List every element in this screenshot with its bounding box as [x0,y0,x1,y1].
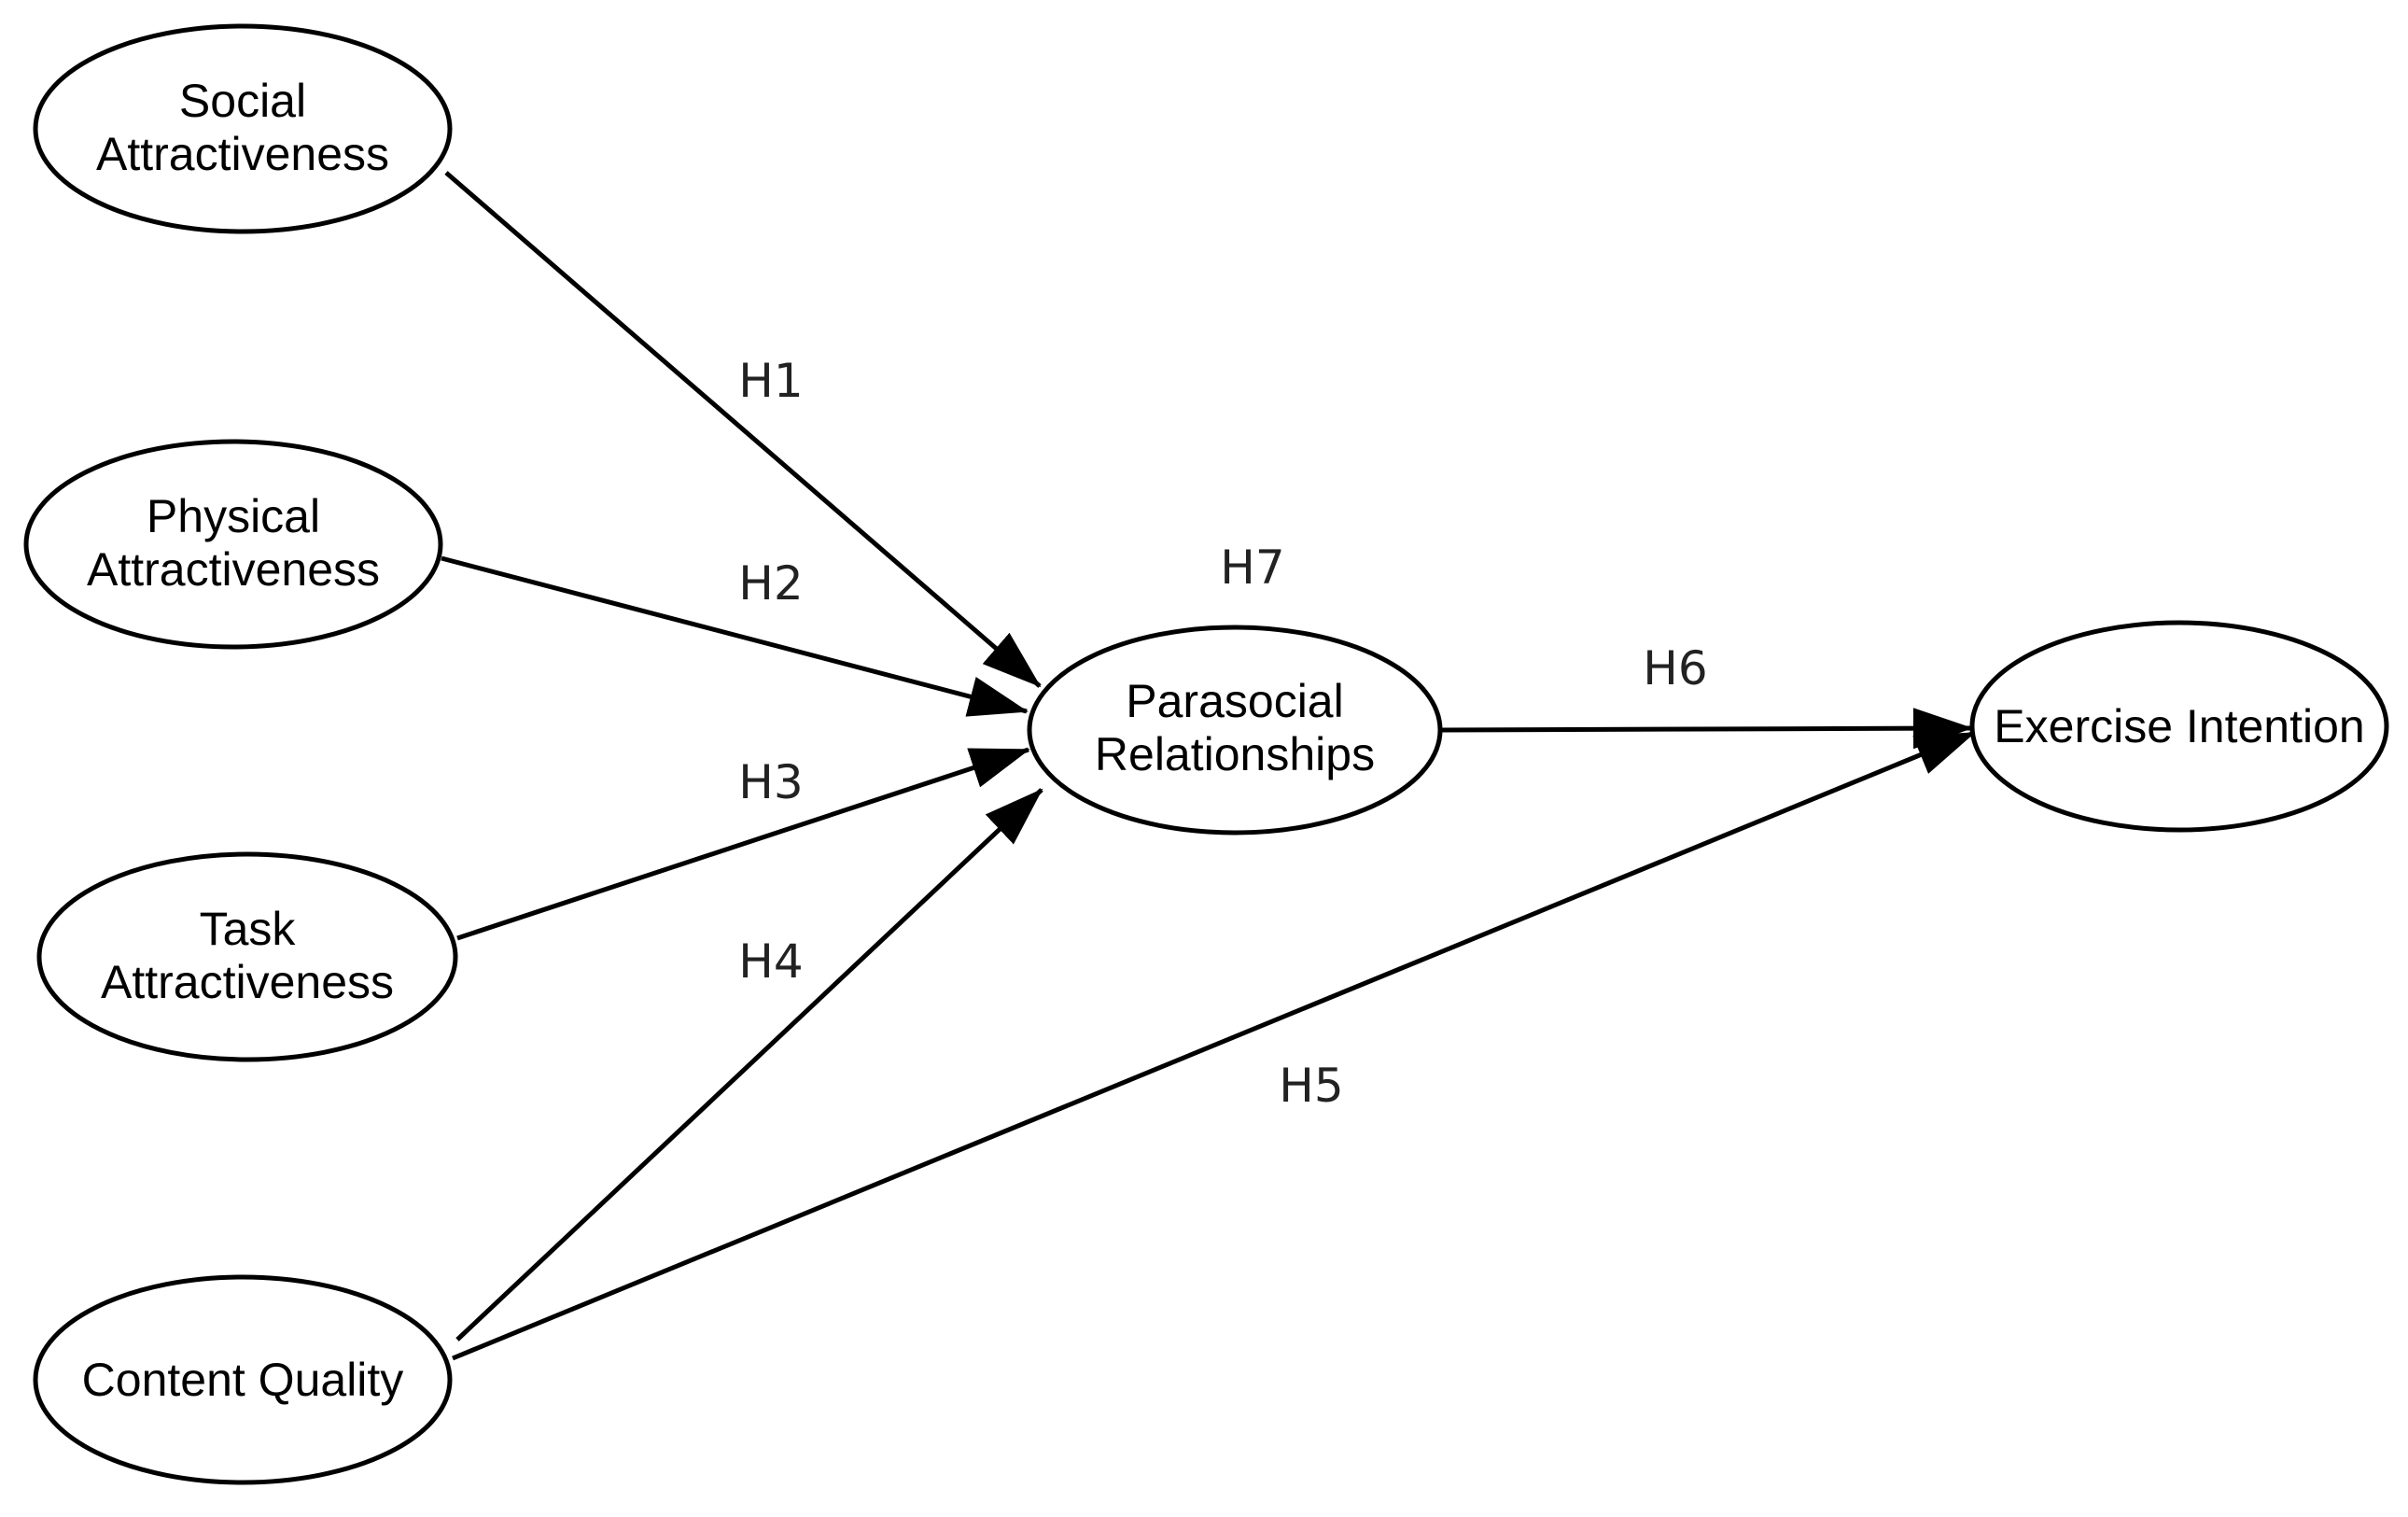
node-label-line1: Physical [147,490,320,542]
node-shape [1027,625,1443,836]
node-shape [33,1274,453,1485]
hypothesis-label-h4: H4 [738,934,803,989]
node-shape [23,439,443,650]
hypothesis-label-h2: H2 [738,556,803,611]
hypothesis-label-h7: H7 [1220,541,1284,595]
node-physical-attractiveness: Physical Attractiveness [23,439,443,650]
node-label-line1: Parasocial [1126,675,1343,727]
node-shape [36,851,458,1062]
node-parasocial-relationships: Parasocial Relationships [1027,625,1443,836]
edge-h4-content-to-parasocial [455,788,1043,1341]
node-label-line2: Attractiveness [101,956,394,1008]
hypothesis-label-h6: H6 [1643,641,1707,695]
node-label-line1: Task [200,903,297,955]
edge-h2-physical-to-parasocial [441,555,1029,717]
node-label-line2: Attractiveness [87,543,380,596]
edge-h3-task-to-parasocial [456,747,1030,941]
node-shape [1969,620,2389,833]
node-label: Exercise Intention [1994,700,2364,752]
node-exercise-intention: Exercise Intention [1969,620,2389,833]
node-content-quality: Content Quality [33,1274,453,1485]
node-shape [33,23,453,234]
hypothesis-labels: H1 H2 H3 H4 H5 H6 H7 [738,354,1707,1113]
node-label-line2: Relationships [1095,728,1375,780]
hypothesis-label-h3: H3 [738,755,803,809]
node-label-line2: Attractiveness [96,128,389,180]
edge-h6-parasocial-to-exercise [1441,708,1973,750]
node-social-attractiveness: Social Attractiveness [33,23,453,234]
node-label: Content Quality [82,1354,404,1406]
hypothesis-label-h1: H1 [738,354,803,408]
node-label-line1: Social [179,75,306,127]
hypothesis-label-h5: H5 [1279,1059,1343,1113]
edge-h5-content-to-exercise [452,730,1976,1361]
node-task-attractiveness: Task Attractiveness [36,851,458,1062]
edges [441,171,1976,1361]
edge-h1-social-to-parasocial [444,171,1042,688]
